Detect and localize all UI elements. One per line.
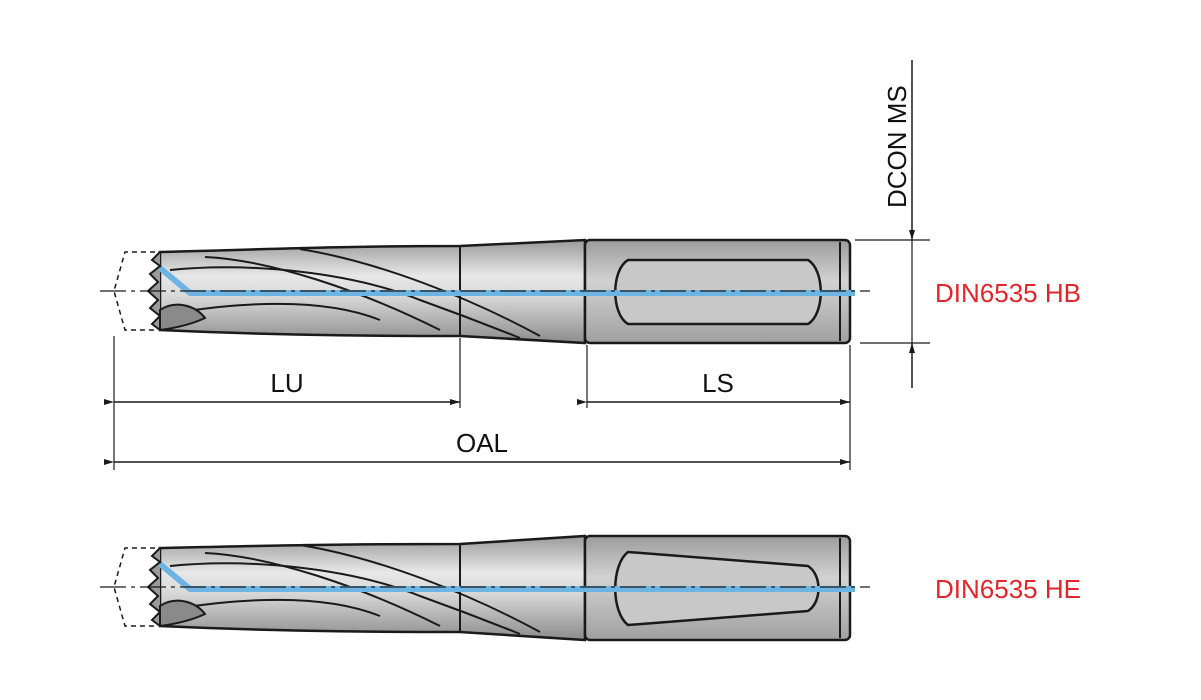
lu-label: LU bbox=[270, 368, 303, 398]
coolant-channel-he bbox=[158, 561, 855, 592]
flute-curve-hb-1 bbox=[204, 256, 441, 331]
coolant-channel-hb bbox=[158, 265, 855, 296]
flute-curve-hb-4 bbox=[299, 248, 541, 337]
din-he-label: DIN6535 HE bbox=[935, 574, 1081, 604]
oal-label: OAL bbox=[456, 428, 508, 458]
dimensions: LU LS OAL DCON MS bbox=[104, 60, 930, 470]
ls-label: LS bbox=[702, 368, 734, 398]
drill-hb bbox=[100, 238, 870, 345]
chip-tooth-hb bbox=[159, 303, 207, 332]
tip-outline-he bbox=[113, 547, 155, 627]
chip-tooth-he bbox=[159, 599, 207, 628]
flute-curve-he-3 bbox=[179, 598, 381, 617]
flute-curve-he-4 bbox=[299, 544, 541, 633]
tip-outline-hb bbox=[113, 251, 155, 331]
dcon-label: DCON MS bbox=[882, 85, 912, 208]
drill-he bbox=[100, 534, 870, 642]
flute-curve-hb-3 bbox=[179, 302, 381, 321]
din-hb-label: DIN6535 HB bbox=[935, 278, 1081, 308]
flute-curve-he-1 bbox=[204, 552, 441, 627]
